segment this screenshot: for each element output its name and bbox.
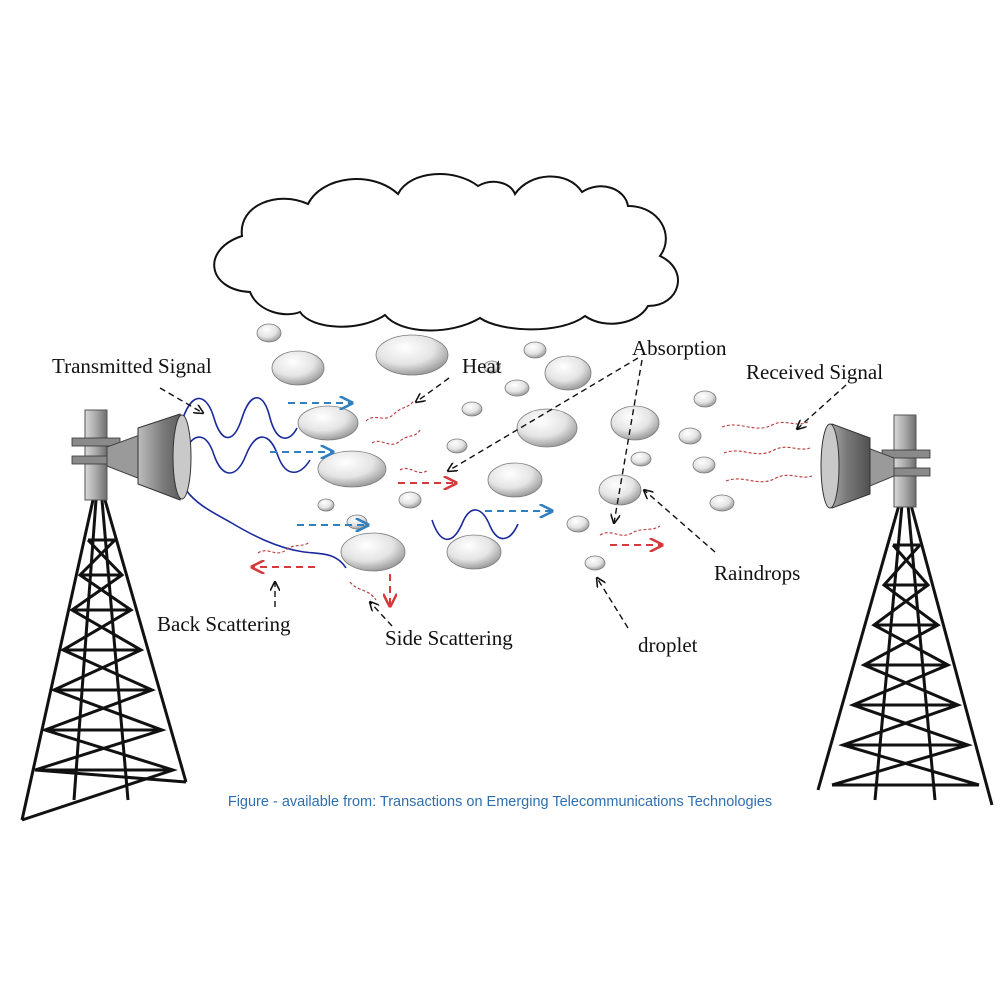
raindrop-icon	[584, 555, 606, 571]
raindrop-icon	[523, 341, 547, 359]
label-heat: Heat	[462, 354, 502, 378]
right-dish-antenna-icon	[820, 414, 931, 509]
raindrop-icon	[610, 405, 660, 441]
raindrop-icon	[461, 401, 483, 417]
raindrop-icon	[398, 491, 422, 509]
scattered-signal-waves	[257, 399, 813, 601]
raindrop-icon	[516, 408, 578, 448]
raindrop-icon	[271, 350, 325, 386]
raindrop-icon	[483, 360, 501, 374]
label-droplet: droplet	[638, 633, 698, 657]
raindrop-icon	[317, 450, 387, 488]
raindrop-icon	[256, 323, 282, 343]
raindrop-icon	[487, 462, 543, 498]
transmitted-signal-waves	[182, 397, 519, 569]
raindrop-icon	[446, 534, 502, 570]
scattering-arrows	[252, 483, 662, 606]
raindrop-icon	[317, 498, 335, 512]
left-dish-antenna-icon	[71, 409, 192, 501]
label-leader-arrows	[159, 357, 847, 629]
raindrop-icon	[544, 355, 592, 391]
raindrop-icon	[504, 379, 530, 397]
label-side-scattering: Side Scattering	[385, 626, 513, 650]
left-lattice-tower-icon	[20, 499, 188, 822]
raindrop-icon	[297, 405, 359, 441]
forward-propagation-arrows	[270, 403, 552, 525]
label-absorption: Absorption	[632, 336, 727, 360]
label-back-scattering: Back Scattering	[157, 612, 291, 636]
raindrop-icon	[630, 451, 652, 467]
label-received-signal: Received Signal	[746, 360, 883, 384]
cloud-icon	[213, 173, 679, 332]
raindrop-icon	[340, 532, 406, 572]
raindrop-icon	[692, 456, 716, 474]
raindrops	[256, 323, 735, 572]
raindrop-icon	[375, 334, 449, 376]
figure-caption: Figure - available from: Transactions on…	[228, 794, 772, 810]
label-transmitted-signal: Transmitted Signal	[52, 354, 212, 378]
raindrop-icon	[678, 427, 702, 445]
raindrop-icon	[566, 515, 590, 533]
raindrop-icon	[446, 438, 468, 454]
raindrop-icon	[709, 494, 735, 512]
label-raindrops: Raindrops	[714, 561, 800, 585]
raindrop-icon	[693, 390, 717, 408]
right-lattice-tower-icon	[816, 504, 994, 806]
raindrop-icon	[346, 514, 368, 530]
